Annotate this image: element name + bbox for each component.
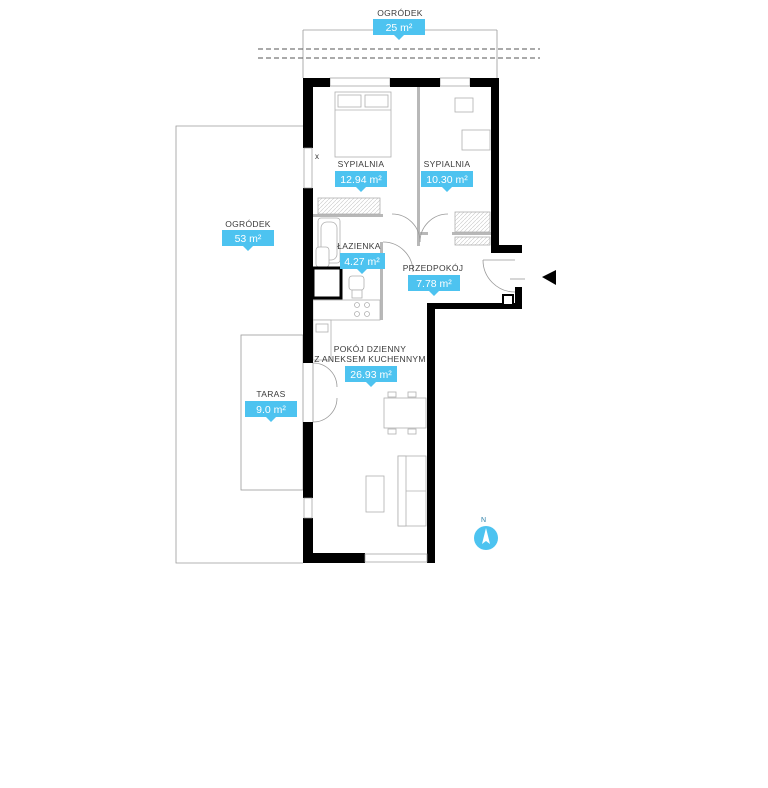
garden-top-area: 25 m² — [386, 22, 413, 34]
interior-walls — [313, 86, 492, 320]
furniture — [311, 91, 491, 527]
garden-top-label: OGRÓDEK — [377, 8, 423, 18]
bathroom-label: ŁAZIENKA — [337, 241, 381, 251]
bedroom-1-label: SYPIALNIA — [338, 159, 385, 169]
bedroom-1-badge — [335, 171, 387, 192]
terrace-badge — [245, 401, 297, 422]
bedroom-2-label: SYPIALNIA — [424, 159, 471, 169]
terrace-label: TARAS — [256, 389, 285, 399]
garden-left-badge — [222, 230, 274, 251]
window-left-living — [303, 497, 313, 519]
bedroom-2-area: 10.30 m² — [426, 174, 468, 186]
entrance-door[interactable] — [482, 259, 525, 293]
garden-left-label: OGRÓDEK — [225, 219, 271, 229]
garden-left-area: 53 m² — [235, 233, 262, 245]
entrance-arrow-icon — [542, 270, 556, 285]
terrace-outline — [240, 334, 304, 491]
hallway-badge — [408, 275, 460, 296]
exterior-walls — [303, 78, 522, 563]
terrace-area: 9.0 m² — [256, 404, 286, 416]
living-label-line2: Z ANEKSEM KUCHENNYM — [314, 354, 426, 364]
living-badge — [345, 366, 397, 387]
window-marker: x — [315, 152, 319, 161]
bedroom-2-badge — [421, 171, 473, 192]
compass-letter: N — [481, 517, 486, 524]
hallway-label: PRZEDPOKÓJ — [403, 263, 464, 273]
bedroom-1-area: 12.94 m² — [340, 174, 382, 186]
bathroom-badge — [340, 253, 385, 274]
compass-icon: N — [474, 517, 498, 550]
window-left-bedroom — [303, 147, 313, 189]
living-area: 26.93 m² — [350, 369, 392, 381]
terrace-door[interactable] — [312, 362, 338, 423]
window-bottom — [364, 553, 428, 563]
bathroom-area: 4.27 m² — [344, 256, 380, 268]
living-label-line1: POKÓJ DZIENNY — [334, 344, 406, 354]
garden-left-outline — [175, 125, 303, 564]
hallway-area: 7.78 m² — [416, 278, 452, 290]
garden-top-badge — [373, 19, 425, 40]
